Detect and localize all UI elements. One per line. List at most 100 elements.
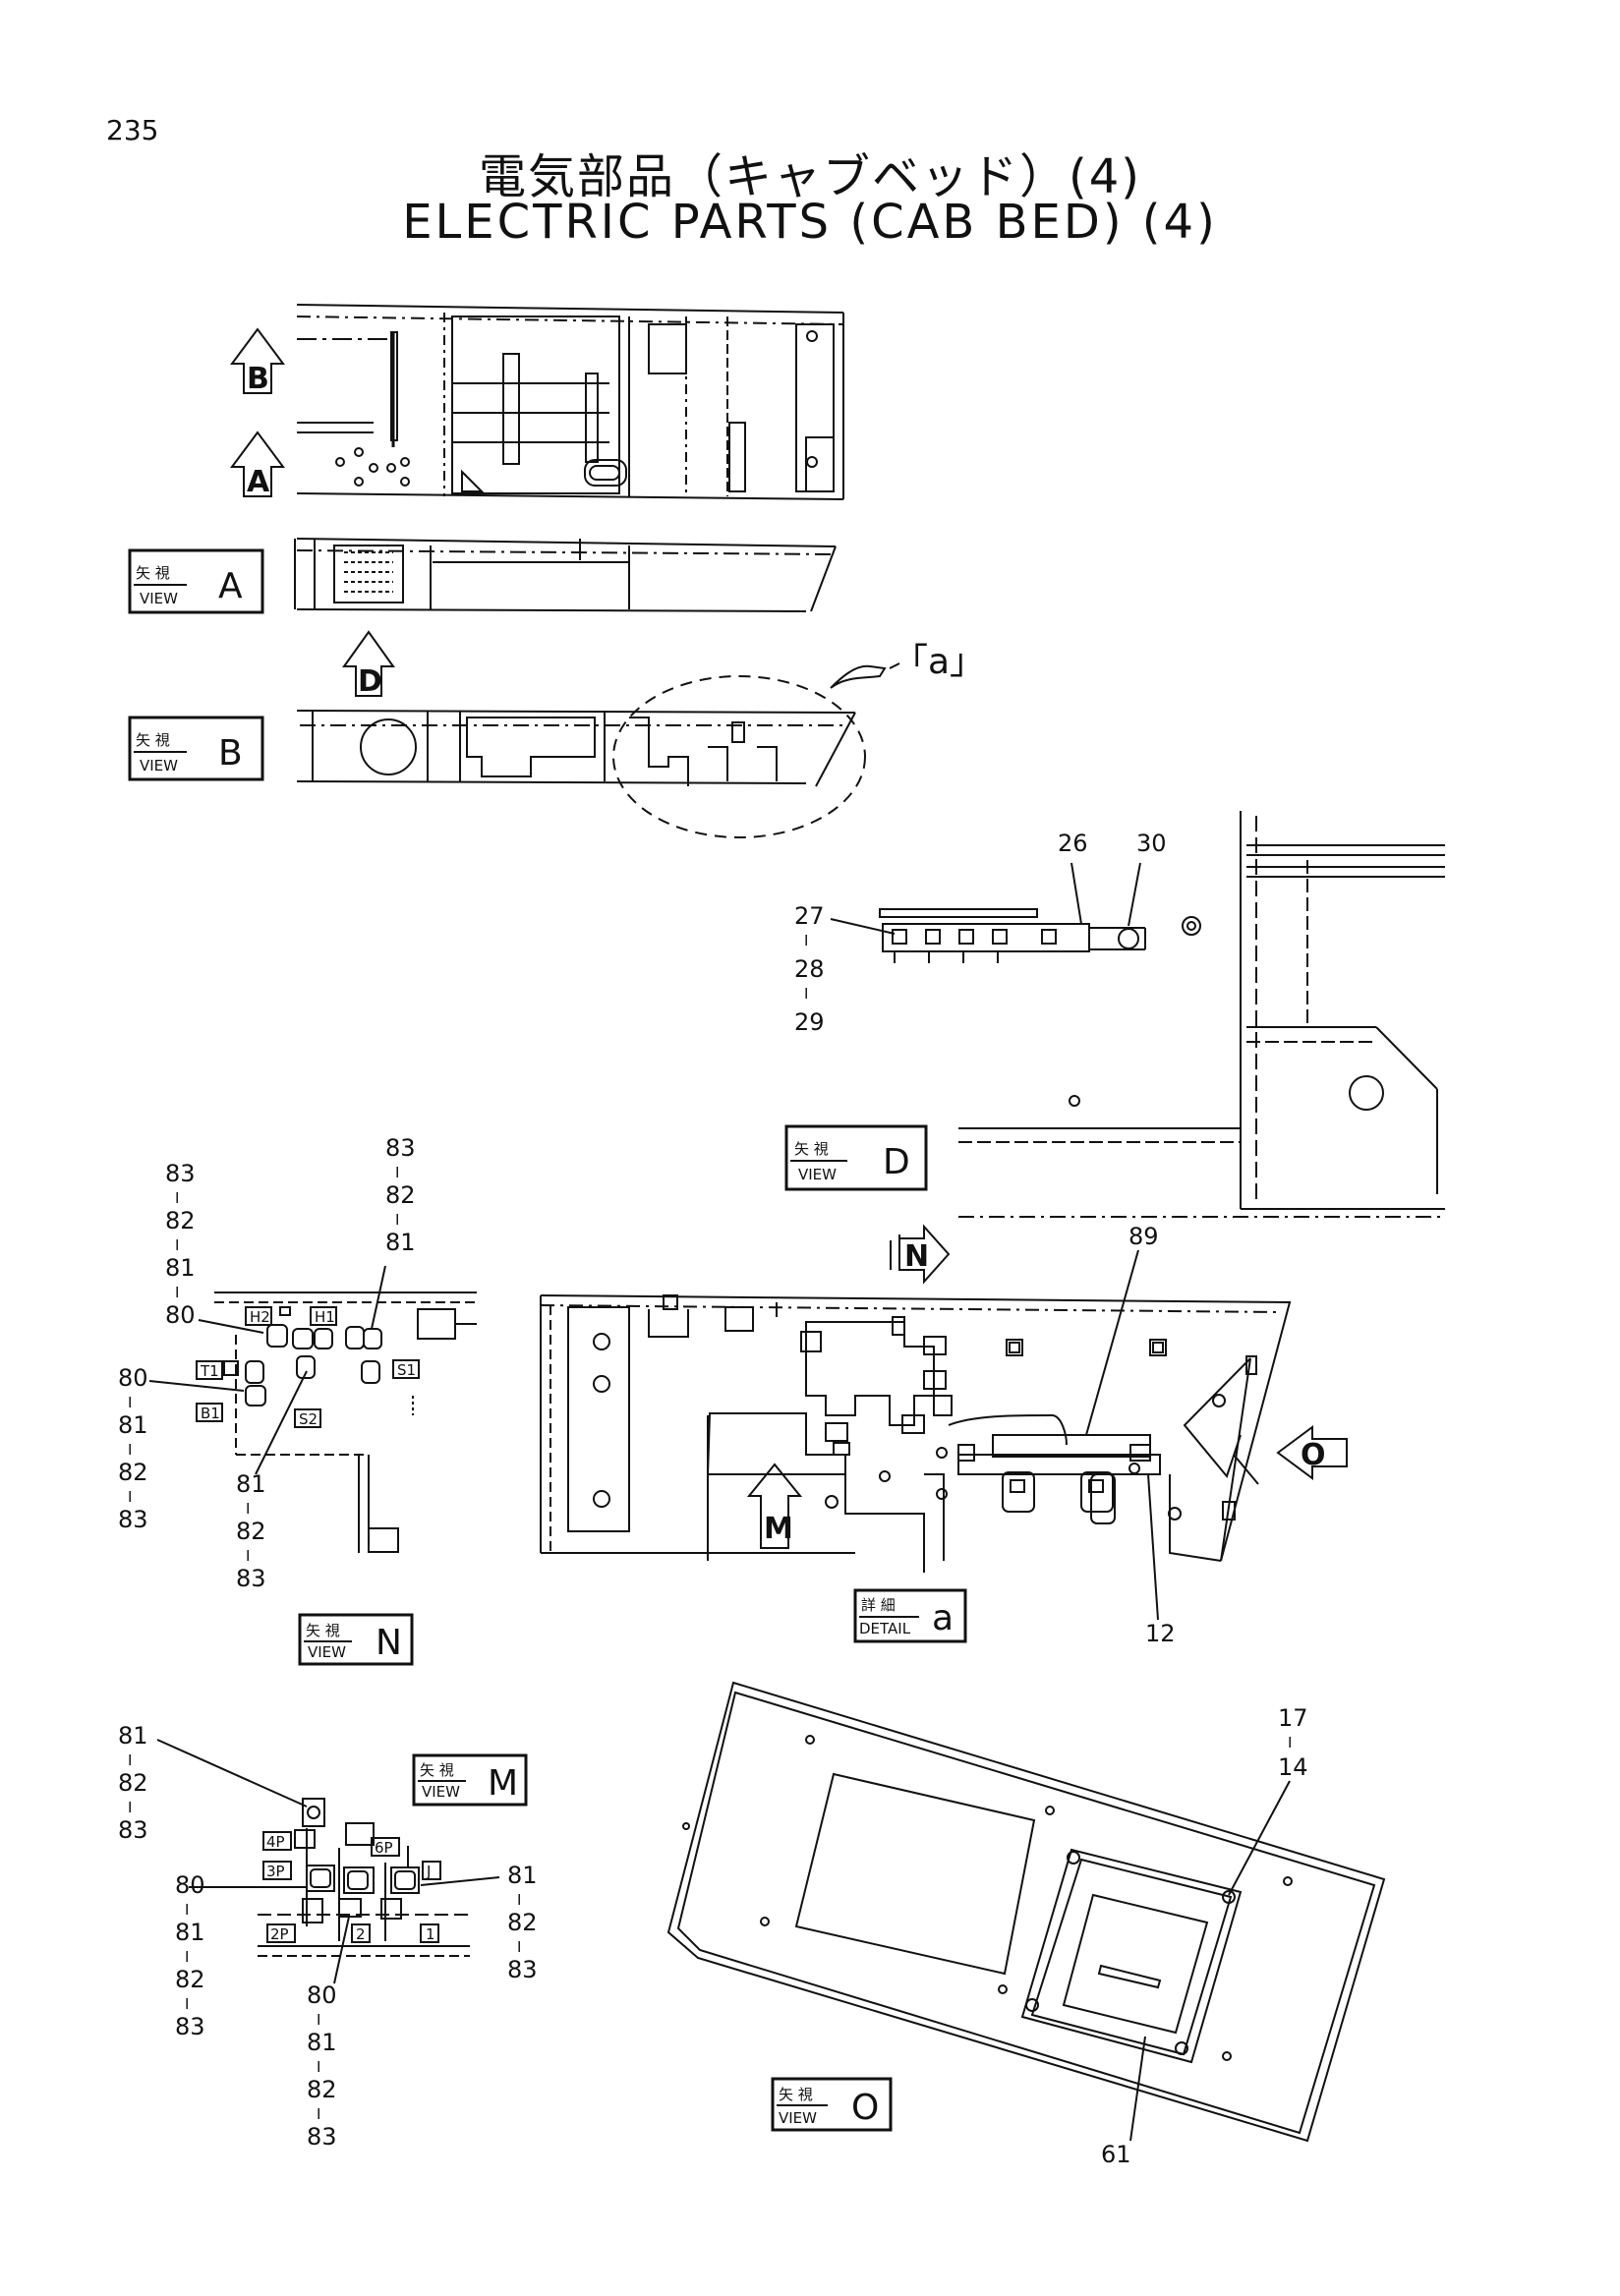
view-n-connector-tags <box>196 1306 420 1428</box>
callout-separator: I <box>175 1189 179 1207</box>
callout-83: 83 <box>118 1816 148 1844</box>
callout-83: 83 <box>236 1565 266 1592</box>
view-m-connector-tags <box>262 1831 441 1943</box>
callout-83: 83 <box>507 1956 538 1983</box>
callout-83: 83 <box>307 2123 337 2151</box>
connector-tag-t1: T1 <box>200 1362 219 1380</box>
callout-81: 81 <box>165 1254 196 1282</box>
callout-separator: I <box>128 1394 132 1411</box>
callout-29: 29 <box>794 1008 825 1036</box>
view-en-text: VIEW <box>779 2109 817 2127</box>
callout-81: 81 <box>307 2029 337 2056</box>
callout-26: 26 <box>1058 830 1088 857</box>
callout-separator: I <box>128 1751 132 1769</box>
callout-82: 82 <box>165 1207 196 1234</box>
callout-81: 81 <box>118 1722 148 1750</box>
detail-a-pointer <box>830 662 900 689</box>
connector-tag-6p: 6P <box>375 1839 393 1857</box>
view-arrow-d <box>342 630 395 697</box>
view-m-leaders <box>156 1739 500 1984</box>
connector-tag-h2: H2 <box>250 1308 270 1326</box>
view-jp-text: 矢 視 <box>779 2086 813 2103</box>
view-a-letter: A <box>218 566 243 606</box>
callout-80: 80 <box>165 1301 196 1329</box>
view-arrow-a <box>230 430 285 497</box>
callout-83: 83 <box>385 1134 416 1162</box>
connector-tag-s2: S2 <box>299 1410 318 1428</box>
callout-separator: I <box>1288 1734 1292 1751</box>
callout-separator: I <box>175 1236 179 1254</box>
callout-82: 82 <box>507 1909 538 1936</box>
callout-82: 82 <box>118 1769 148 1797</box>
callout-82: 82 <box>307 2076 337 2103</box>
view-o-drawing <box>666 1681 1386 2143</box>
page-title-japanese: 電気部品（キャブベッド）(4) <box>479 149 1141 204</box>
connector-tag-4p: 4P <box>266 1833 285 1851</box>
callout-28: 28 <box>794 955 825 983</box>
callout-30: 30 <box>1136 830 1167 857</box>
top-plan-view <box>296 304 844 500</box>
arrow-letter-n: N <box>904 1239 929 1274</box>
view-label-boxes <box>128 548 967 2132</box>
detail-a-callout: 「a」 <box>893 642 985 682</box>
callout-83: 83 <box>118 1506 148 1533</box>
callout-separator: I <box>175 1284 179 1301</box>
callout-82: 82 <box>118 1459 148 1486</box>
view-n-letter: N <box>376 1623 402 1663</box>
callout-80: 80 <box>175 1871 205 1899</box>
callout-82: 82 <box>385 1181 416 1209</box>
side-view-a <box>294 538 837 612</box>
callout-14: 14 <box>1278 1753 1308 1781</box>
arrow-letter-a: A <box>247 465 270 499</box>
view-d-label: 矢 視 VIEW D <box>794 1140 910 1183</box>
callout-82: 82 <box>175 1966 205 1993</box>
view-a-label: 矢 視 VIEW A <box>136 564 243 607</box>
arrow-letter-b: B <box>247 362 269 396</box>
view-jp-text: 矢 視 <box>794 1140 829 1158</box>
page-title-english: ELECTRIC PARTS (CAB BED) (4) <box>402 195 1218 250</box>
callout-separator: I <box>395 1211 399 1229</box>
callout-separator: I <box>128 1799 132 1816</box>
callout-27: 27 <box>794 902 825 930</box>
view-en-text: VIEW <box>308 1643 346 1661</box>
callout-separator: I <box>185 1948 189 1966</box>
callout-83: 83 <box>165 1160 196 1187</box>
callout-separator: I <box>395 1164 399 1181</box>
callout-separator: I <box>246 1547 250 1565</box>
view-d-letter: D <box>883 1142 910 1182</box>
page-number: 235 <box>106 114 159 146</box>
callout-separator: I <box>128 1441 132 1459</box>
connector-tag-2: 2 <box>356 1925 366 1943</box>
view-n-drawing <box>214 1292 477 1553</box>
view-jp-text: 矢 視 <box>306 1622 340 1639</box>
view-d-drawing <box>879 811 1445 1218</box>
callout-80: 80 <box>307 1981 337 2009</box>
callout-83: 83 <box>175 2013 205 2040</box>
callout-81: 81 <box>385 1229 416 1256</box>
view-en-text: VIEW <box>140 590 178 607</box>
view-en-text: VIEW <box>140 757 178 775</box>
view-m-letter: M <box>488 1763 518 1804</box>
view-jp-text: 矢 視 <box>136 731 170 749</box>
detail-a-leaders <box>1085 1249 1159 1621</box>
side-view-b <box>296 675 866 838</box>
detail-a-drawing <box>540 1294 1292 1573</box>
callout-separator: I <box>804 985 808 1003</box>
connector-tag-3p: 3P <box>266 1863 285 1880</box>
connector-tag-b1: B1 <box>201 1405 220 1422</box>
view-b-letter: B <box>218 733 243 774</box>
detail-en-text: DETAIL <box>859 1620 911 1637</box>
callout-82: 82 <box>236 1518 266 1545</box>
view-en-text: VIEW <box>798 1166 837 1183</box>
callout-81: 81 <box>236 1470 266 1498</box>
callout-12: 12 <box>1145 1620 1176 1647</box>
callout-separator: I <box>128 1488 132 1506</box>
view-o-letter: O <box>851 2088 879 2128</box>
callout-stacks: 83I82I81I8083I82I8180I81I82I8381I82I8381… <box>118 1134 538 2151</box>
view-d-leaders <box>830 862 1141 935</box>
view-m-label: 矢 視 VIEW M <box>420 1761 518 1804</box>
connector-tag-h1: H1 <box>315 1308 335 1326</box>
callout-separator: I <box>317 2011 320 2029</box>
view-arrow-m <box>746 1463 803 1549</box>
